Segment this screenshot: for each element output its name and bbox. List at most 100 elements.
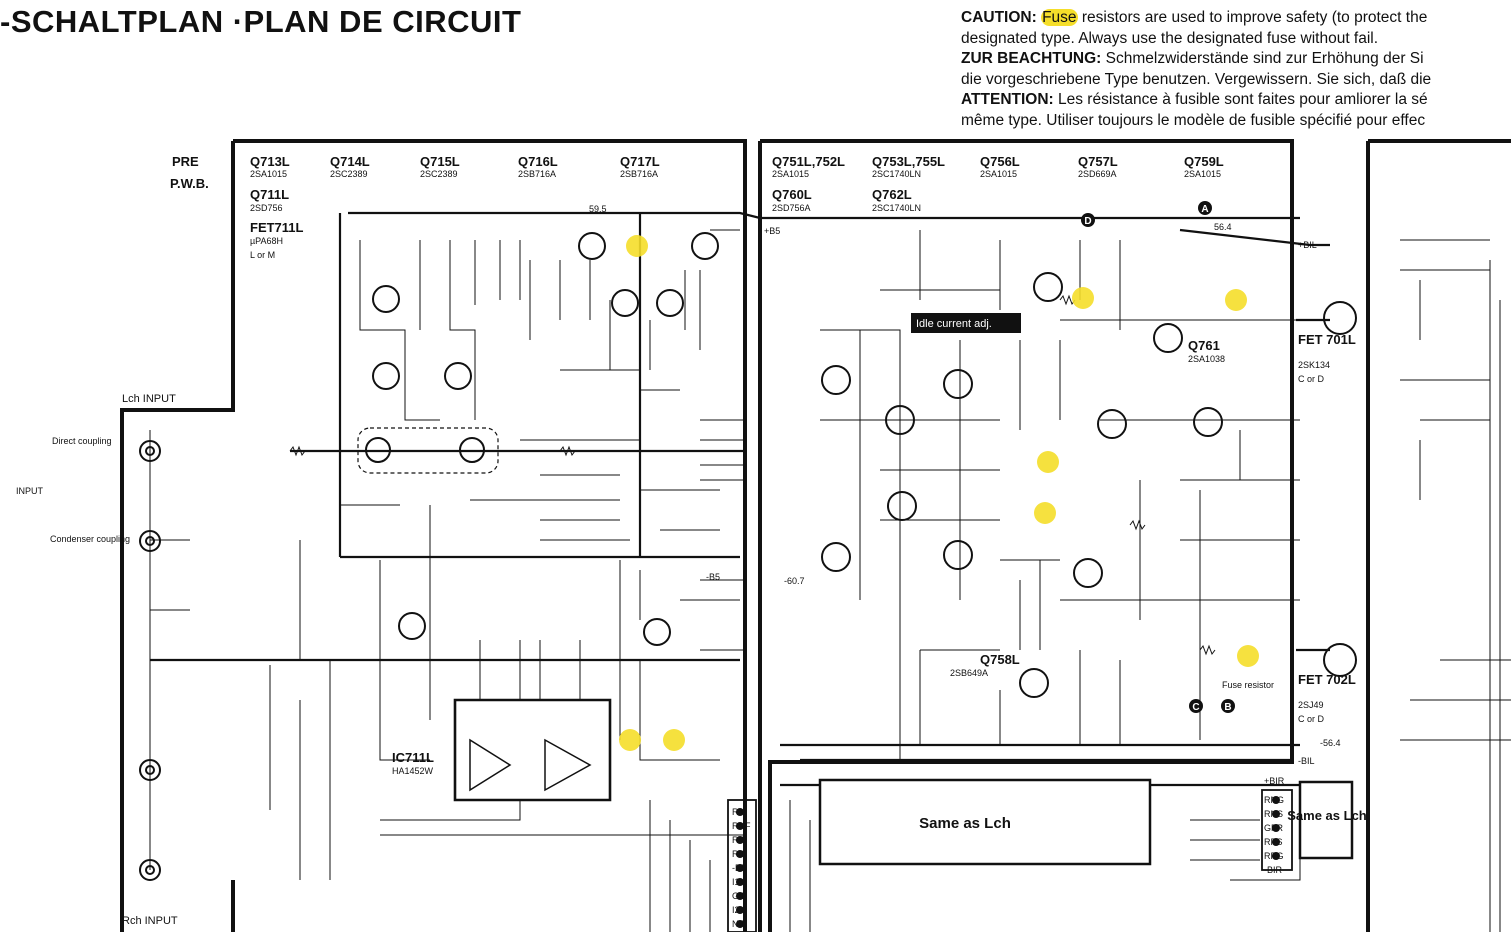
- svg-text:2SB649A: 2SB649A: [950, 668, 988, 678]
- svg-text:Q757L: Q757L: [1078, 154, 1118, 169]
- same-as-lch-block: [818, 778, 1152, 866]
- input-label: INPUT: [16, 486, 44, 496]
- svg-text:Q713L: Q713L: [250, 154, 290, 169]
- svg-text:Q753L,755L: Q753L,755L: [872, 154, 945, 169]
- svg-text:RNG: RNG: [1264, 795, 1284, 805]
- ic711-part: HA1452W: [392, 766, 434, 776]
- same-as-lch-label: Same as Lch: [919, 815, 1011, 832]
- ic711-ref: IC711L: [392, 750, 434, 765]
- svg-text:2SA1015: 2SA1015: [772, 169, 809, 179]
- svg-text:C: C: [1192, 702, 1199, 713]
- caution-line: même type. Utiliser toujours le modèle d…: [961, 111, 1426, 129]
- svg-text:RPS: RPS: [1264, 837, 1283, 847]
- fet702-label: FET 702L: [1298, 672, 1356, 687]
- pre-transistor-list: Q713L 2SA1015 Q714L 2SC2389 Q715L 2SC238…: [250, 154, 660, 260]
- svg-text:RNF: RNF: [732, 821, 751, 831]
- svg-text:C or D: C or D: [1298, 714, 1325, 724]
- fet701-label: FET 701L: [1298, 332, 1356, 347]
- svg-text:RPG: RPG: [1264, 851, 1284, 861]
- svg-text:RN: RN: [732, 807, 745, 817]
- svg-text:Q716L: Q716L: [518, 154, 558, 169]
- fuse-resistor-label: Fuse resistor: [1222, 680, 1274, 690]
- svg-text:2SA1015: 2SA1015: [250, 169, 287, 179]
- svg-text:2SA1015: 2SA1015: [980, 169, 1017, 179]
- caution-notice: CAUTION: Fuse resistors are used to impr…: [961, 8, 1511, 131]
- right-board-outline: [1366, 139, 1511, 932]
- svg-text:I2: I2: [732, 905, 740, 915]
- svg-text:Q711L: Q711L: [250, 187, 289, 202]
- page-title: -SCHALTPLAN ·PLAN DE CIRCUIT: [0, 4, 522, 39]
- svg-text:-56.4: -56.4: [1320, 738, 1341, 748]
- lch-input-label: Lch INPUT: [122, 393, 176, 405]
- svg-text:2SD756A: 2SD756A: [772, 203, 811, 213]
- svg-text:2SK134: 2SK134: [1298, 360, 1330, 370]
- svg-text:Q756L: Q756L: [980, 154, 1020, 169]
- q761-label: Q761: [1188, 338, 1220, 353]
- svg-text:2SB716A: 2SB716A: [620, 169, 658, 179]
- condenser-coupling-label: Condenser coupling: [50, 534, 130, 544]
- svg-text:2SC2389: 2SC2389: [330, 169, 368, 179]
- svg-text:2SC2389: 2SC2389: [420, 169, 458, 179]
- svg-text:GFR: GFR: [1264, 823, 1283, 833]
- caution-line: die vorgeschriebene Type benutzen. Verge…: [961, 70, 1432, 88]
- svg-text:2SA1015: 2SA1015: [1184, 169, 1221, 179]
- svg-text:2SD669A: 2SD669A: [1078, 169, 1117, 179]
- svg-text:Q751L,752L: Q751L,752L: [772, 154, 845, 169]
- svg-text:2SA1038: 2SA1038: [1188, 354, 1225, 364]
- svg-text:I1: I1: [732, 877, 740, 887]
- svg-text:-60.7: -60.7: [784, 576, 805, 586]
- same-as-lch-side-label: Same as Lch: [1287, 808, 1367, 823]
- caution-line: ZUR BEACHTUNG: Schmelzwiderstände sind z…: [961, 50, 1424, 67]
- svg-text:2SD756: 2SD756: [250, 203, 283, 213]
- same-as-lch-side-block: [1298, 780, 1354, 860]
- svg-text:L or M: L or M: [250, 250, 275, 260]
- power-board-outline: [758, 139, 1294, 932]
- power-transistor-list: Q751L,752L 2SA1015 Q753L,755L 2SC1740LN …: [772, 154, 1224, 213]
- svg-text:NF: NF: [732, 919, 744, 929]
- pre-board-outline: [120, 139, 747, 932]
- caution-line: ATTENTION: Les résistance à fusible sont…: [961, 91, 1428, 108]
- svg-text:RNS: RNS: [1264, 809, 1283, 819]
- fuse-resistor-highlights: [619, 235, 1259, 751]
- direct-coupling-label: Direct coupling: [52, 436, 112, 446]
- svg-text:-B5: -B5: [706, 572, 720, 582]
- svg-text:B: B: [1224, 702, 1231, 713]
- svg-text:Q715L: Q715L: [420, 154, 460, 169]
- svg-text:GII: GII: [732, 891, 744, 901]
- svg-text:-BIR: -BIR: [1264, 865, 1283, 875]
- svg-text:+B5: +B5: [764, 226, 780, 236]
- node-markers: A B C D: [1081, 201, 1235, 713]
- svg-text:FET711L: FET711L: [250, 220, 304, 235]
- svg-text:2SC1740LN: 2SC1740LN: [872, 169, 921, 179]
- svg-text:RP: RP: [732, 835, 745, 845]
- right-connector-labels: RNG RNS GFR RPS RPG -BIR: [1264, 795, 1284, 875]
- svg-text:C or D: C or D: [1298, 374, 1325, 384]
- svg-text:59.5: 59.5: [589, 204, 607, 214]
- svg-text:56.4: 56.4: [1214, 222, 1232, 232]
- svg-text:2SB716A: 2SB716A: [518, 169, 556, 179]
- svg-text:RD: RD: [732, 849, 745, 859]
- svg-text:Q759L: Q759L: [1184, 154, 1224, 169]
- pre-board-title-2: P.W.B.: [170, 176, 209, 191]
- fet711-dashed-box: [357, 427, 499, 474]
- svg-text:Q714L: Q714L: [330, 154, 370, 169]
- svg-text:-B5: -B5: [732, 863, 746, 873]
- svg-text:+BIL: +BIL: [1298, 240, 1317, 250]
- svg-text:Q760L: Q760L: [772, 187, 812, 202]
- svg-text:2SC1740LN: 2SC1740LN: [872, 203, 921, 213]
- caution-line: CAUTION: Fuse resistors are used to impr…: [961, 9, 1428, 26]
- q758-label: Q758L: [980, 652, 1020, 667]
- fuse-highlight: Fuse: [1041, 9, 1078, 26]
- svg-text:D: D: [1084, 216, 1091, 227]
- svg-text:µPA68H: µPA68H: [250, 236, 283, 246]
- svg-text:+BIR: +BIR: [1264, 776, 1285, 786]
- svg-text:Q717L: Q717L: [620, 154, 660, 169]
- idle-current-label: Idle current adj.: [916, 318, 992, 330]
- pre-board-title-1: PRE: [172, 154, 199, 169]
- rch-input-label: Rch INPUT: [122, 915, 178, 927]
- svg-text:Q762L: Q762L: [872, 187, 912, 202]
- svg-text:2SJ49: 2SJ49: [1298, 700, 1324, 710]
- connector-labels: RN RNF RP RD -B5 I1 GII I2 NF: [732, 807, 751, 929]
